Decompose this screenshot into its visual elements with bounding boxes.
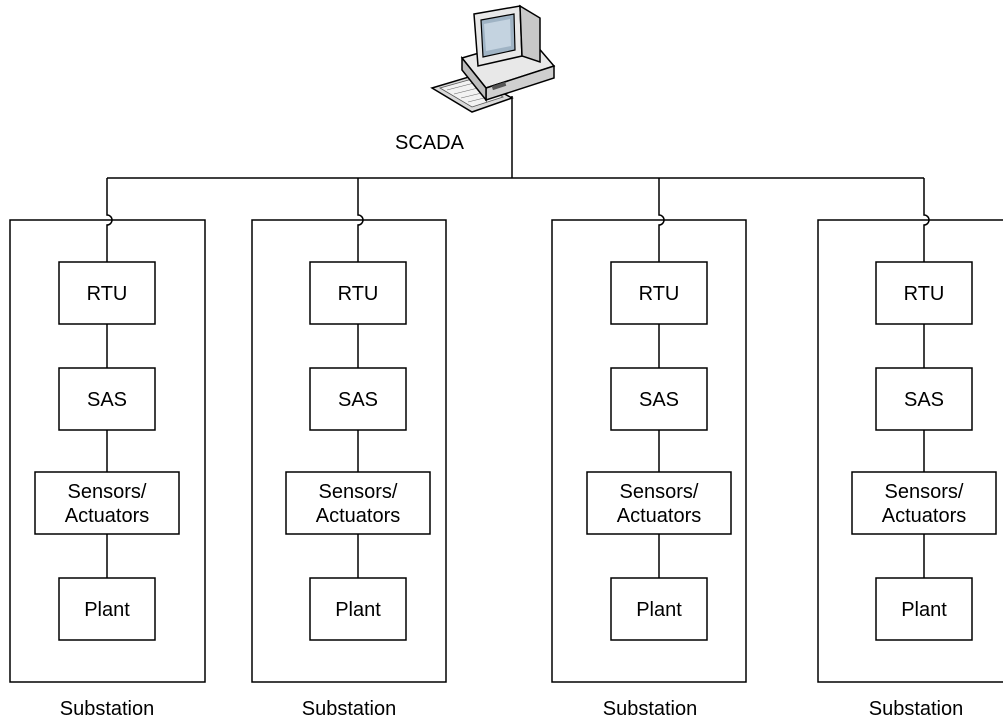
plant-label: Plant (901, 599, 947, 621)
plant-box (58, 577, 156, 641)
plant-label: Plant (636, 599, 682, 621)
sensors-box (285, 471, 431, 535)
plant-box (610, 577, 708, 641)
component-sas: SAS (875, 367, 973, 431)
component-sensors: Sensors/Actuators (851, 471, 997, 535)
substations-layer: RTUSASSensors/ActuatorsPlantSubstationRT… (9, 178, 1003, 720)
rtu-box (309, 261, 407, 325)
sensors-box (586, 471, 732, 535)
substation-boundary (551, 219, 747, 683)
bus-drop-line (106, 178, 113, 262)
component-rtu: RTU (309, 261, 407, 325)
sensors-box (851, 471, 997, 535)
substation-boundary (817, 219, 1003, 683)
sas-label: SAS (639, 389, 679, 411)
component-sensors: Sensors/Actuators (586, 471, 732, 535)
sensors-label: Sensors/Actuators (882, 481, 966, 527)
network-bus (107, 96, 924, 179)
component-plant: Plant (875, 577, 973, 641)
sas-label: SAS (904, 389, 944, 411)
sas-box (875, 367, 973, 431)
sensors-box (34, 471, 180, 535)
component-rtu: RTU (610, 261, 708, 325)
component-sas: SAS (58, 367, 156, 431)
rtu-box (875, 261, 973, 325)
sas-label: SAS (338, 389, 378, 411)
bus-drop-line (923, 178, 930, 262)
sensors-label: Sensors/Actuators (617, 481, 701, 527)
rtu-label: RTU (639, 283, 680, 305)
substation-boundary (9, 219, 206, 683)
scada-label: SCADA (395, 132, 465, 154)
component-plant: Plant (309, 577, 407, 641)
substation-boundary (251, 219, 447, 683)
component-sas: SAS (610, 367, 708, 431)
rtu-box (610, 261, 708, 325)
computer-workstation-icon (430, 4, 556, 113)
component-rtu: RTU (875, 261, 973, 325)
component-sensors: Sensors/Actuators (285, 471, 431, 535)
rtu-label: RTU (338, 283, 379, 305)
substation-caption: Substation (60, 698, 155, 720)
bus-drop-line (658, 178, 665, 262)
rtu-box (58, 261, 156, 325)
plant-label: Plant (84, 599, 130, 621)
sas-box (309, 367, 407, 431)
substation-caption: Substation (869, 698, 964, 720)
sensors-label: Sensors/Actuators (65, 481, 149, 527)
sas-label: SAS (87, 389, 127, 411)
sas-box (58, 367, 156, 431)
component-rtu: RTU (58, 261, 156, 325)
component-sensors: Sensors/Actuators (34, 471, 180, 535)
rtu-label: RTU (87, 283, 128, 305)
plant-box (875, 577, 973, 641)
component-plant: Plant (610, 577, 708, 641)
substation-caption: Substation (603, 698, 698, 720)
component-sas: SAS (309, 367, 407, 431)
rtu-label: RTU (904, 283, 945, 305)
plant-label: Plant (335, 599, 381, 621)
plant-box (309, 577, 407, 641)
substation-caption: Substation (302, 698, 397, 720)
sensors-label: Sensors/Actuators (316, 481, 400, 527)
component-plant: Plant (58, 577, 156, 641)
sas-box (610, 367, 708, 431)
bus-drop-line (357, 178, 364, 262)
